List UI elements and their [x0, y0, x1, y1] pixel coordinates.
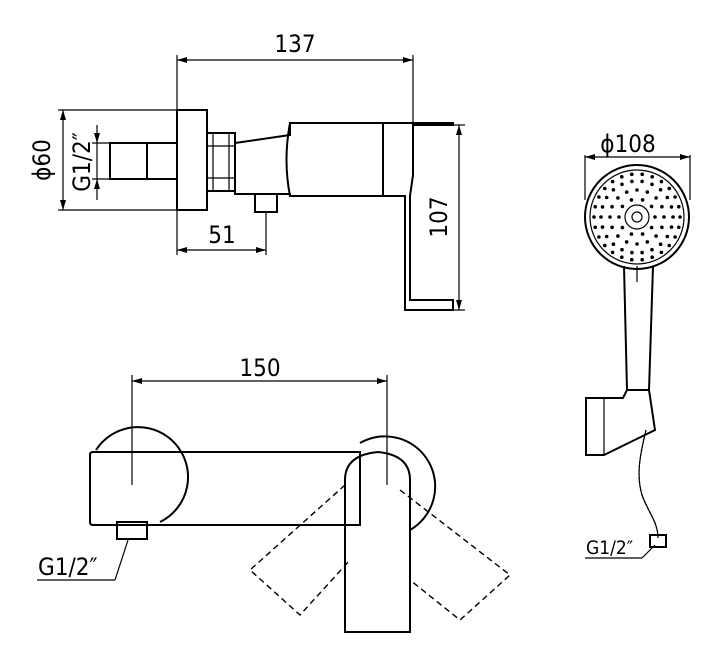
nozzle-dot — [654, 234, 658, 238]
hose-thread-label: G1/2″ — [586, 537, 633, 559]
nozzle-dot — [635, 188, 639, 192]
nozzle-dot — [597, 195, 601, 199]
nozzle-dot — [640, 232, 645, 236]
nozzle-dot — [640, 250, 644, 255]
nozzle-dot — [604, 234, 609, 239]
nozzle-dot — [650, 175, 654, 179]
nozzle-dot — [660, 225, 664, 230]
nozzle-dot — [620, 225, 625, 230]
nozzle-dot — [673, 235, 677, 239]
nozzle-dot — [640, 179, 644, 184]
nozzle-dot — [630, 257, 634, 262]
nozzle-dot — [630, 250, 634, 255]
nozzle-dot — [650, 247, 654, 252]
nozzle-dot — [645, 190, 650, 194]
nozzle-dot — [592, 215, 596, 219]
hand-shower-view: ϕ108 G1/2″ — [584, 130, 691, 559]
nozzle-dot — [593, 225, 597, 230]
nozzle-dot — [649, 225, 654, 230]
front-view: 150 G1/2″ — [37, 354, 512, 633]
nozzle-dot — [669, 205, 674, 209]
nozzle-dot — [603, 243, 607, 248]
front-thread-label: G1/2″ — [38, 553, 98, 581]
width-dimension-label: 137 — [274, 30, 315, 58]
nozzle-dot — [610, 179, 615, 184]
nozzle-dot — [673, 195, 677, 199]
nozzle-dot — [677, 225, 681, 230]
nozzle-dot — [671, 215, 675, 219]
nozzle-pattern — [592, 172, 682, 262]
nozzle-dot — [677, 204, 681, 209]
depth-dimension-label: 51 — [208, 221, 235, 249]
nozzle-dot — [629, 198, 634, 202]
nozzle-dot — [667, 186, 671, 191]
head-diameter-label: ϕ108 — [600, 130, 655, 158]
nozzle-dot — [659, 179, 664, 184]
nozzle-dot — [597, 235, 601, 239]
nozzle-dot — [620, 255, 624, 259]
nozzle-dot — [620, 182, 624, 187]
nozzle-dot — [604, 195, 609, 200]
nozzle-dot — [608, 215, 612, 219]
nozzle-dot — [629, 232, 634, 236]
nozzle-dot — [635, 242, 639, 246]
center-distance-label: 150 — [239, 354, 280, 382]
nozzle-dot — [640, 172, 644, 177]
nozzle-dot — [610, 225, 614, 230]
nozzle-dot — [678, 215, 682, 219]
nozzle-dot — [600, 205, 605, 209]
nozzle-dot — [611, 188, 616, 192]
nozzle-dot — [624, 190, 629, 194]
nozzle-dot — [662, 215, 666, 219]
nozzle-dot — [658, 188, 663, 192]
nozzle-dot — [665, 195, 670, 200]
side-thread-label: G1/2″ — [68, 132, 96, 192]
nozzle-dot — [611, 242, 616, 246]
nozzle-dot — [665, 234, 670, 239]
nozzle-dot — [593, 204, 597, 209]
nozzle-dot — [630, 172, 634, 177]
nozzle-dot — [653, 215, 657, 219]
nozzle-dot — [658, 242, 663, 246]
nozzle-dot — [640, 198, 645, 202]
nozzle-dot — [610, 204, 614, 209]
nozzle-dot — [620, 175, 624, 179]
nozzle-dot — [620, 204, 625, 209]
nozzle-dot — [599, 215, 603, 219]
nozzle-dot — [640, 257, 644, 262]
nozzle-dot — [650, 182, 654, 187]
nozzle-dot — [610, 250, 615, 255]
nozzle-dot — [667, 243, 671, 248]
nozzle-dot — [616, 196, 620, 200]
nozzle-dot — [630, 179, 634, 184]
nozzle-dot — [660, 204, 664, 209]
nozzle-dot — [650, 255, 654, 259]
side-view: 137 ϕ60 G1/2″ — [28, 30, 465, 311]
nozzle-dot — [669, 225, 674, 229]
nozzle-dot — [654, 196, 658, 200]
nozzle-dot — [645, 240, 650, 244]
nozzle-dot — [616, 234, 620, 238]
flange-diameter-label: ϕ60 — [28, 139, 56, 181]
nozzle-dot — [603, 186, 607, 191]
nozzle-dot — [659, 250, 664, 255]
nozzle-dot — [624, 240, 629, 244]
nozzle-dot — [649, 204, 654, 209]
nozzle-dot — [620, 247, 624, 252]
nozzle-dot — [617, 215, 621, 219]
height-dimension-label: 107 — [425, 196, 453, 237]
nozzle-dot — [600, 225, 605, 229]
